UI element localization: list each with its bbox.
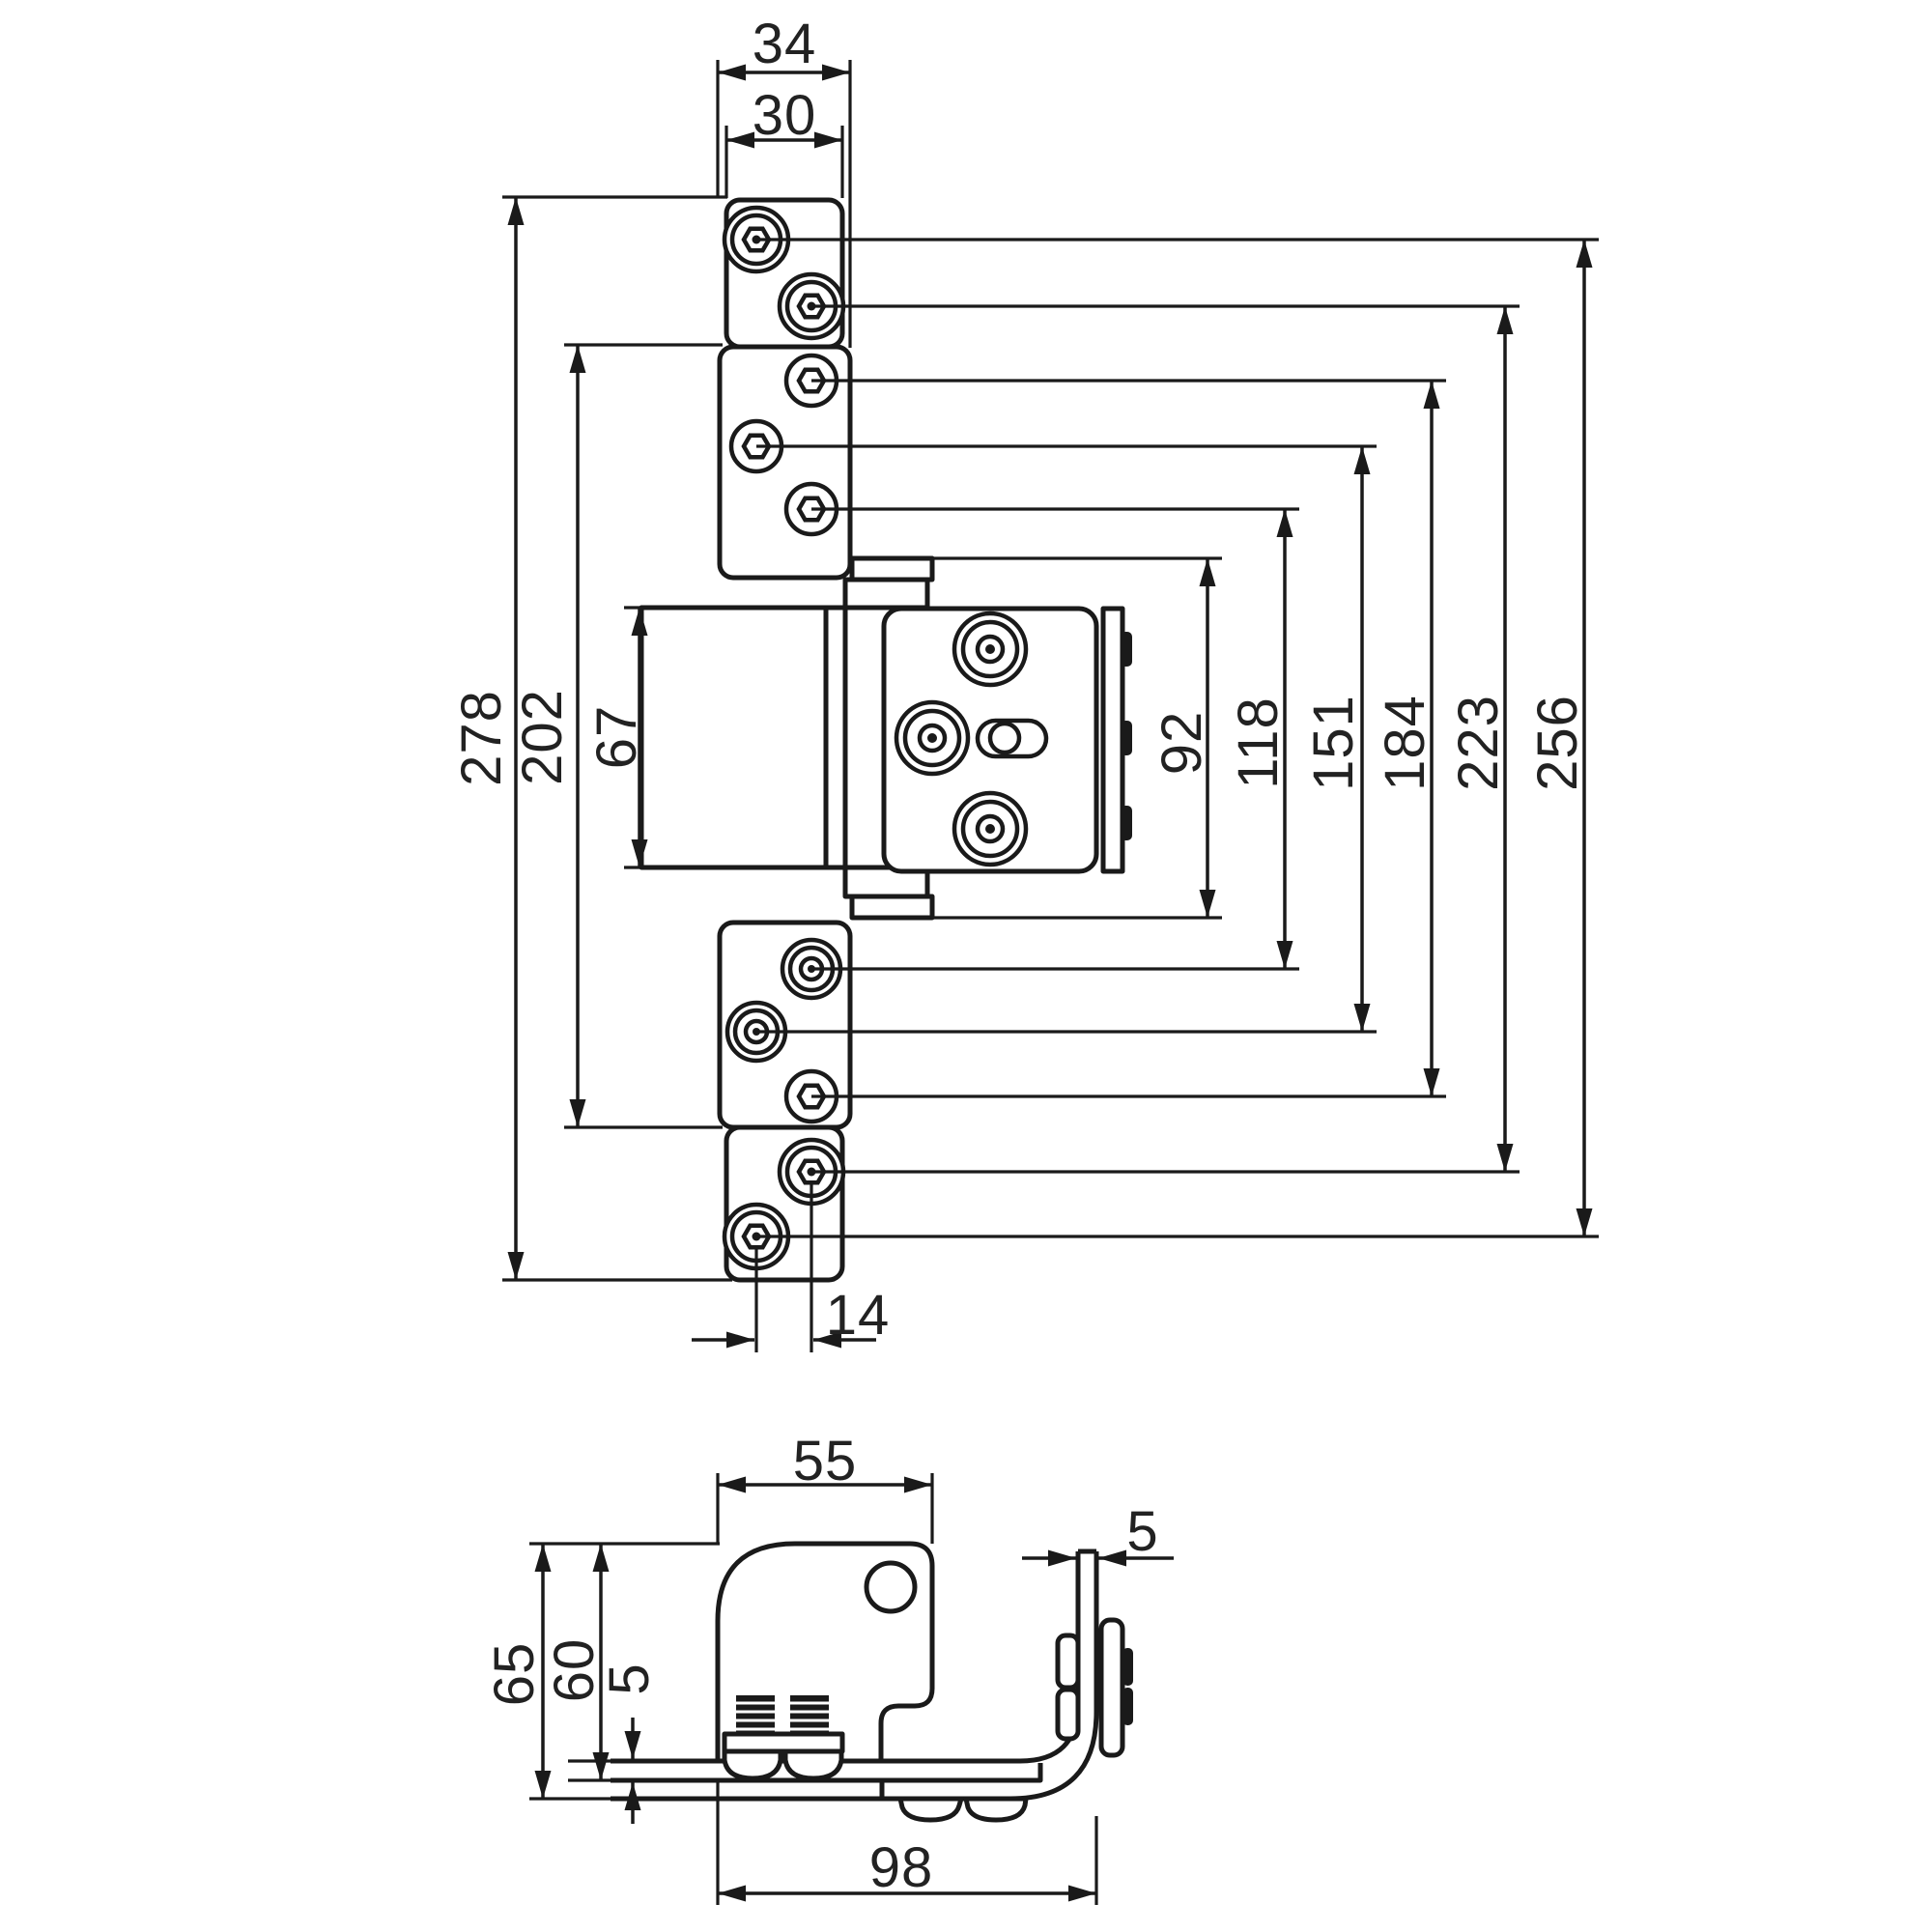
rivet-head-lower	[1122, 1688, 1133, 1725]
dim-label-151: 151	[1302, 695, 1365, 791]
outer-washer-plate	[1098, 1617, 1125, 1758]
dimension-lines	[507, 64, 1593, 1902]
base-foot-left	[897, 1796, 964, 1823]
face-plate-hole	[864, 1560, 918, 1614]
knuckle-top-inner	[842, 577, 930, 611]
base-foot-right	[963, 1796, 1029, 1823]
dim-label-202: 202	[511, 689, 574, 785]
dim-label-60: 60	[543, 1638, 606, 1703]
dim-label-14: 14	[826, 1284, 891, 1347]
dim-label-34: 34	[753, 13, 817, 75]
body-back-plate	[1100, 606, 1125, 874]
extension-lines	[502, 60, 1599, 1905]
dim-label-184: 184	[1374, 695, 1436, 791]
dim-label-55: 55	[793, 1430, 858, 1492]
side-view	[611, 1541, 1133, 1823]
dim-label-223: 223	[1447, 695, 1510, 791]
set-screw-bump-2	[1121, 721, 1132, 755]
dim-label-30: 30	[753, 84, 817, 147]
set-screw-bump-3	[1121, 806, 1132, 840]
body-screw-top	[954, 613, 1026, 685]
knuckle-top-outer	[849, 555, 935, 582]
adjustment-slot-pin	[987, 721, 1022, 755]
body-screw-bottom	[954, 793, 1026, 865]
dim-label-92: 92	[1151, 711, 1213, 776]
dim-label-278: 278	[450, 690, 513, 786]
screw-leader-lines	[756, 238, 1599, 1238]
hinge-pin-strip	[823, 605, 848, 870]
body-screw-middle	[896, 702, 968, 774]
dimension-labels: 34 30 278 202 67 92 118 151 184 223 256 …	[450, 13, 1589, 1899]
set-screw-bump-1	[1121, 632, 1132, 667]
bolt-nut-right	[782, 1748, 844, 1781]
clamp-arm	[639, 605, 829, 870]
dim-label-65: 65	[483, 1642, 546, 1707]
dim-label-5R: 5	[1126, 1500, 1158, 1563]
front-view	[639, 197, 1132, 1283]
bushing-lower	[1055, 1687, 1081, 1742]
dim-label-118: 118	[1227, 696, 1290, 788]
dim-label-5L: 5	[598, 1662, 661, 1694]
bolt-washer-bar	[722, 1731, 845, 1754]
bolt-thread-lines	[736, 1701, 829, 1731]
knuckle-bottom-outer	[849, 894, 935, 921]
dim-label-98: 98	[869, 1836, 934, 1899]
bushing-upper	[1055, 1633, 1081, 1690]
dim-label-67: 67	[585, 705, 648, 770]
bolt-nut-left	[722, 1748, 783, 1781]
dim-label-256: 256	[1526, 695, 1589, 791]
rivet-head-upper	[1122, 1648, 1133, 1686]
